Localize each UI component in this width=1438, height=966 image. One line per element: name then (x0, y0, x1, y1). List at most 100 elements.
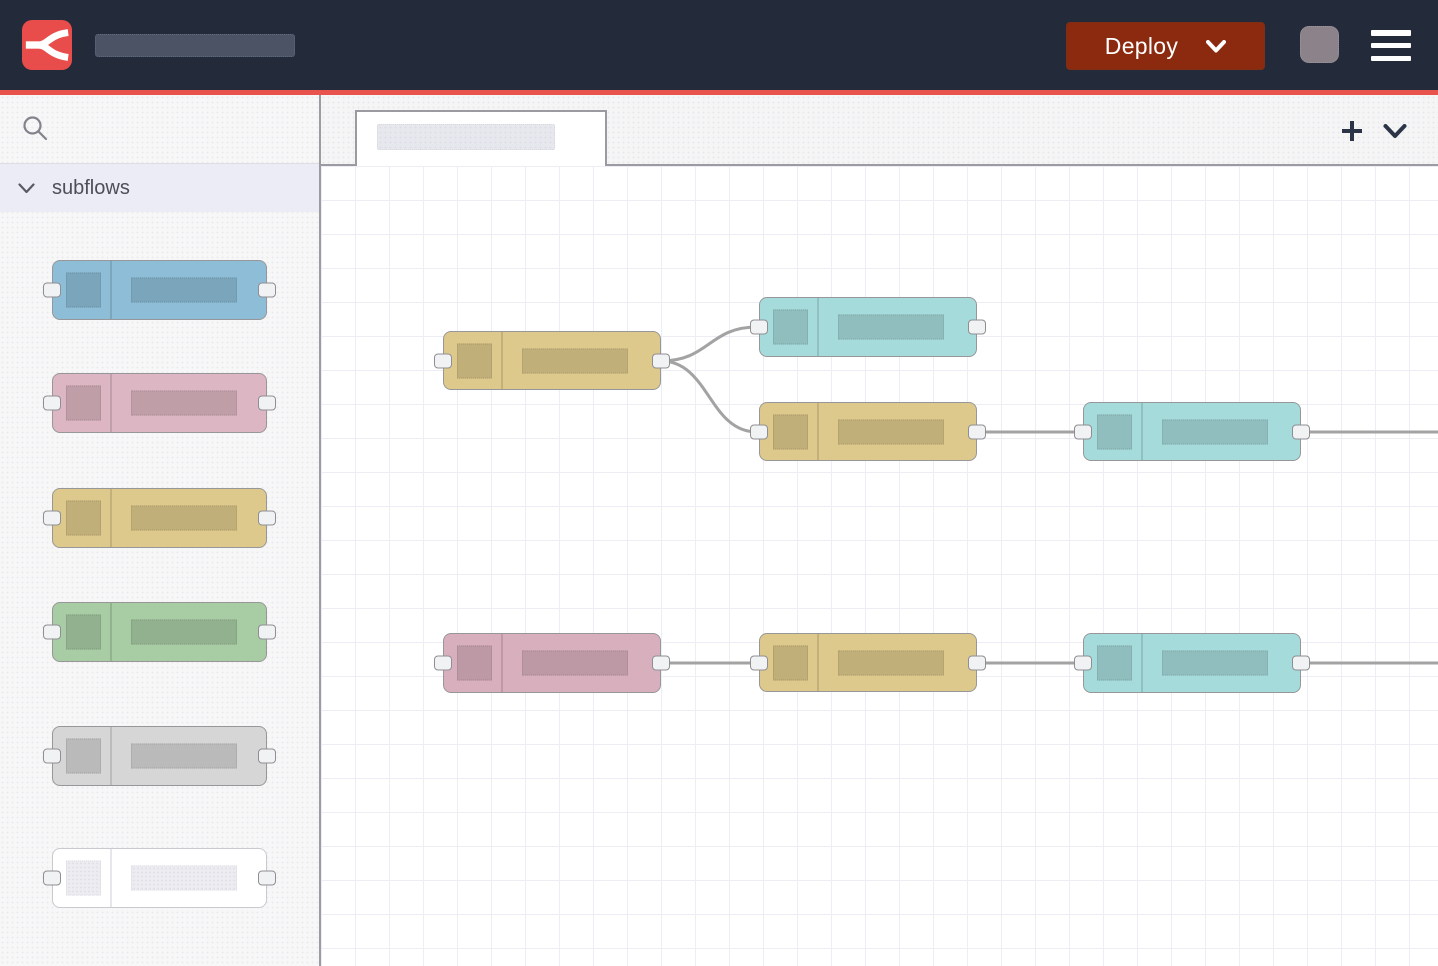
deploy-chevron-down-icon (1206, 39, 1227, 52)
node-port-out[interactable] (258, 510, 276, 526)
flow-tab-active[interactable] (355, 110, 607, 166)
palette-node-white[interactable] (43, 848, 276, 908)
node-icon-placeholder (66, 614, 101, 650)
hamburger-bar (1371, 55, 1411, 61)
node-port-in[interactable] (43, 870, 61, 886)
palette-node-green[interactable] (43, 602, 276, 662)
flow-canvas (321, 95, 1438, 966)
deploy-button[interactable]: Deploy (1066, 22, 1265, 70)
palette-node-gray[interactable] (43, 726, 276, 786)
node-divider (817, 403, 819, 460)
node-red-logo[interactable] (22, 20, 72, 70)
node-icon-placeholder (66, 385, 101, 421)
node-label-placeholder (838, 419, 944, 444)
node-divider (110, 727, 112, 785)
deploy-button-label: Deploy (1104, 32, 1179, 59)
node-label-placeholder (1162, 650, 1268, 676)
node-divider (1141, 634, 1143, 692)
node-divider (817, 298, 819, 356)
wire[interactable] (659, 359, 759, 434)
node-port-in[interactable] (1074, 655, 1092, 671)
node-label-placeholder (131, 743, 237, 769)
node-divider (110, 489, 112, 547)
node-port-out[interactable] (1292, 655, 1310, 671)
node-label-placeholder (522, 650, 628, 676)
palette-search-box[interactable] (0, 95, 319, 163)
flow-node-cyan-1[interactable] (750, 297, 986, 357)
node-port-in[interactable] (750, 424, 768, 439)
node-port-out[interactable] (968, 319, 986, 335)
header-bar: Deploy (0, 0, 1438, 90)
node-port-in[interactable] (43, 282, 61, 298)
node-port-in[interactable] (1074, 424, 1092, 439)
tab-strip (321, 95, 1438, 166)
sidebar-divider[interactable] (319, 95, 321, 966)
node-icon-placeholder (773, 414, 808, 449)
node-port-in[interactable] (750, 655, 768, 670)
flow-list-button[interactable] (1383, 124, 1407, 144)
hamburger-bar (1371, 30, 1411, 36)
node-divider (817, 634, 819, 691)
node-port-out[interactable] (1292, 424, 1310, 439)
node-divider (110, 374, 112, 432)
node-label-placeholder (838, 314, 944, 340)
palette-category-label: subflows (52, 176, 130, 199)
node-divider (501, 332, 503, 389)
node-port-out[interactable] (652, 655, 670, 671)
add-flow-button[interactable] (1340, 119, 1364, 148)
node-icon-placeholder (457, 343, 492, 378)
header-title-placeholder (95, 34, 295, 57)
node-port-in[interactable] (434, 353, 452, 368)
node-port-in[interactable] (43, 748, 61, 764)
palette-node-blue[interactable] (43, 260, 276, 320)
node-port-out[interactable] (258, 870, 276, 886)
node-label-placeholder (131, 277, 237, 303)
palette-node-pink[interactable] (43, 373, 276, 433)
node-label-placeholder (131, 505, 237, 531)
node-port-out[interactable] (652, 353, 670, 368)
canvas-grid[interactable] (321, 166, 1438, 966)
logo-fork-icon (25, 29, 69, 61)
chevron-down-icon (1383, 124, 1407, 138)
node-port-in[interactable] (750, 319, 768, 335)
wire[interactable] (659, 325, 759, 363)
node-icon-placeholder (1097, 645, 1132, 681)
node-icon-placeholder (773, 645, 808, 680)
node-port-out[interactable] (258, 282, 276, 298)
node-port-in[interactable] (434, 655, 452, 671)
palette-category-subflows[interactable]: subflows (0, 163, 319, 212)
flow-node-yellow-1[interactable] (434, 331, 670, 390)
node-divider (110, 849, 112, 907)
node-port-in[interactable] (43, 395, 61, 411)
node-icon-placeholder (1097, 414, 1132, 449)
header-accent-line (0, 90, 1438, 95)
node-port-in[interactable] (43, 624, 61, 640)
hamburger-menu-icon[interactable] (1371, 30, 1411, 61)
palette-node-yellow[interactable] (43, 488, 276, 548)
flow-node-pink-1[interactable] (434, 633, 670, 693)
node-port-out[interactable] (968, 424, 986, 439)
category-chevron-down-icon (18, 182, 35, 194)
flow-node-cyan-2[interactable] (1074, 402, 1310, 461)
node-port-out[interactable] (258, 748, 276, 764)
flow-node-yellow-2[interactable] (750, 402, 986, 461)
hamburger-bar (1371, 42, 1411, 49)
search-icon (23, 116, 48, 141)
node-port-out[interactable] (258, 395, 276, 411)
node-divider (1141, 403, 1143, 460)
node-port-in[interactable] (43, 510, 61, 526)
flow-node-cyan-3[interactable] (1074, 633, 1310, 693)
node-icon-placeholder (457, 645, 492, 681)
flow-node-yellow-3[interactable] (750, 633, 986, 692)
node-label-placeholder (131, 865, 237, 891)
node-label-placeholder (1162, 419, 1268, 444)
user-avatar[interactable] (1300, 26, 1339, 63)
node-port-out[interactable] (258, 624, 276, 640)
palette-items (0, 95, 319, 966)
node-divider (110, 603, 112, 661)
node-port-out[interactable] (968, 655, 986, 670)
node-divider (110, 261, 112, 319)
